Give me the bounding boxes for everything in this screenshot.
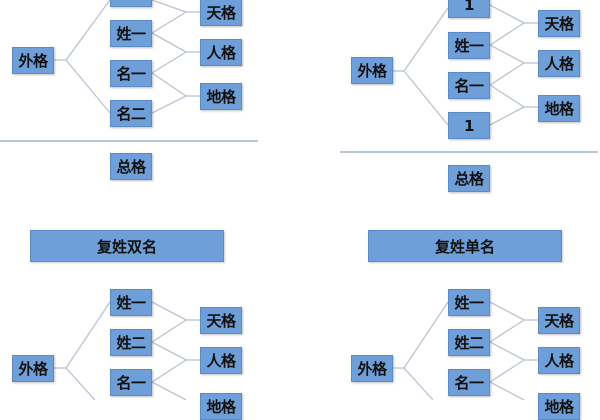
section-title-compound-surname-single-name: 复姓单名 [368, 230, 562, 262]
earth-grid-box: 地格 [200, 83, 242, 110]
placeholder-one-top-box: 1 [448, 0, 490, 18]
person-grid-box: 人格 [538, 50, 580, 77]
outer-grid-box: 外格 [351, 355, 393, 382]
section-title-compound-surname-double-name: 复姓双名 [30, 230, 224, 262]
heaven-grid-box: 天格 [200, 0, 242, 26]
earth-grid-box: 地格 [200, 393, 242, 420]
given-name-1-box: 名一 [110, 60, 152, 87]
total-grid-box: 总格 [448, 165, 490, 192]
heaven-grid-box: 天格 [538, 10, 580, 37]
person-grid-box: 人格 [538, 347, 580, 374]
heaven-grid-box: 天格 [200, 307, 242, 334]
connector-lines [54, 0, 538, 400]
surname-2-box: 姓二 [448, 329, 490, 356]
given-name-1-box: 名一 [448, 72, 490, 99]
total-grid-box: 总格 [110, 153, 152, 180]
earth-grid-box: 地格 [538, 95, 580, 122]
surname-2-box: 姓二 [110, 329, 152, 356]
earth-grid-box: 地格 [538, 393, 580, 420]
middle-box-top [110, 0, 152, 7]
given-name-1-box: 名一 [448, 369, 490, 396]
heaven-grid-box: 天格 [538, 307, 580, 334]
divider-line [340, 151, 598, 153]
surname-1-box: 姓一 [448, 289, 490, 316]
placeholder-one-bottom-box: 1 [448, 112, 490, 139]
surname-1-box: 姓一 [448, 32, 490, 59]
person-grid-box: 人格 [200, 39, 242, 66]
outer-grid-box: 外格 [12, 47, 54, 74]
surname-1-box: 姓一 [110, 20, 152, 47]
outer-grid-box: 外格 [351, 57, 393, 84]
person-grid-box: 人格 [200, 347, 242, 374]
given-name-1-box: 名一 [110, 369, 152, 396]
outer-grid-box: 外格 [12, 355, 54, 382]
given-name-2-box: 名二 [110, 100, 152, 127]
divider-line [0, 140, 258, 142]
surname-1-box: 姓一 [110, 289, 152, 316]
